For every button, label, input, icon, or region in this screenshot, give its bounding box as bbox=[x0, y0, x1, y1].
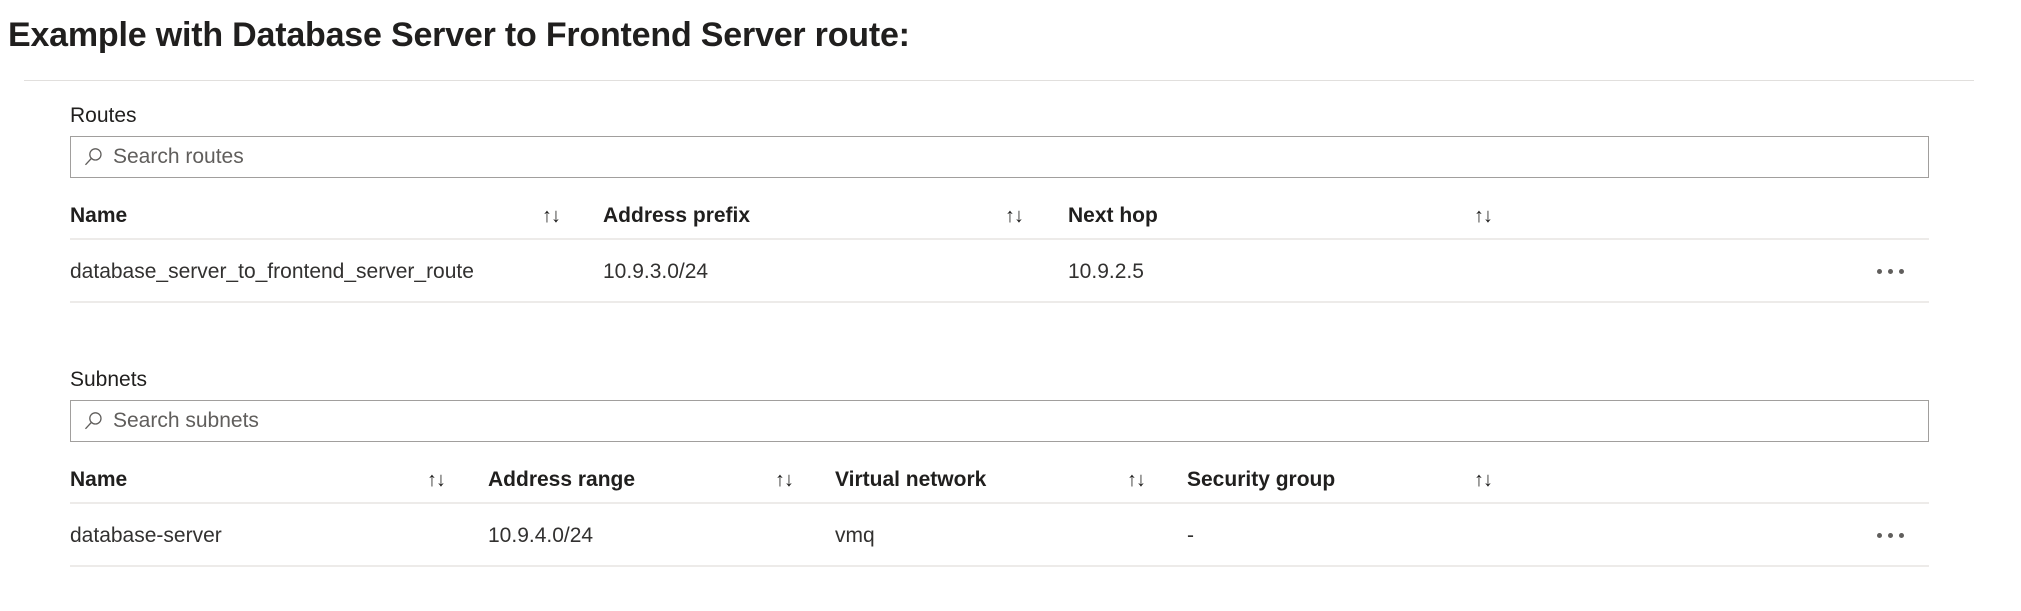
page-title: Example with Database Server to Frontend… bbox=[8, 16, 910, 54]
search-subnets-placeholder: Search subnets bbox=[113, 409, 259, 432]
subnets-cell-security-group: - bbox=[1187, 523, 1194, 547]
search-icon bbox=[85, 412, 102, 430]
routes-table-row[interactable]: database_server_to_frontend_server_route… bbox=[70, 240, 1929, 303]
subnets-header-divider bbox=[70, 502, 1929, 504]
subnets-cell-virtual-network: vmq bbox=[835, 523, 875, 547]
routes-row-divider bbox=[70, 301, 1929, 303]
subnets-sort-icon-name[interactable]: ↑↓ bbox=[427, 469, 446, 491]
routes-sort-icon-next-hop[interactable]: ↑↓ bbox=[1474, 205, 1493, 227]
routes-row-overflow-menu-button[interactable] bbox=[1860, 240, 1920, 303]
subnets-cell-address-range: 10.9.4.0/24 bbox=[488, 523, 594, 547]
subnets-cell-name: database-server bbox=[70, 523, 222, 547]
subnets-column-header-name[interactable]: Name bbox=[70, 468, 128, 491]
routes-column-header-name[interactable]: Name bbox=[70, 204, 128, 227]
ellipsis-dot bbox=[1898, 269, 1904, 274]
subnets-sort-icon-security-group[interactable]: ↑↓ bbox=[1474, 469, 1493, 491]
subnets-column-header-address-range[interactable]: Address range bbox=[488, 468, 636, 491]
subnets-row-overflow-menu-button[interactable] bbox=[1860, 504, 1920, 567]
subnets-sort-icon-virtual-network[interactable]: ↑↓ bbox=[1127, 469, 1146, 491]
subnets-column-header-virtual-network[interactable]: Virtual network bbox=[835, 468, 987, 491]
subnets-table: Name ↑↓ Address range ↑↓ Virtual network… bbox=[70, 456, 1929, 567]
routes-column-header-next-hop[interactable]: Next hop bbox=[1068, 204, 1158, 227]
subnets-row-divider bbox=[70, 565, 1929, 567]
routes-cell-name: database_server_to_frontend_server_route bbox=[70, 259, 474, 283]
search-icon bbox=[85, 148, 102, 166]
routes-column-header-address-prefix[interactable]: Address prefix bbox=[603, 204, 751, 227]
ellipsis-dot bbox=[1887, 269, 1893, 274]
ellipsis-dot bbox=[1898, 533, 1904, 538]
search-routes-placeholder: Search routes bbox=[113, 145, 244, 168]
subnets-sort-icon-address-range[interactable]: ↑↓ bbox=[775, 469, 794, 491]
subnets-column-header-security-group[interactable]: Security group bbox=[1187, 468, 1336, 491]
routes-sort-icon-address-prefix[interactable]: ↑↓ bbox=[1005, 205, 1024, 227]
routes-header-divider bbox=[70, 238, 1929, 240]
ellipsis-dot bbox=[1876, 269, 1882, 274]
search-routes-input[interactable]: Search routes bbox=[70, 136, 1929, 178]
title-divider bbox=[24, 80, 1974, 81]
routes-table: Name ↑↓ Address prefix ↑↓ Next hop ↑↓ da… bbox=[70, 192, 1929, 303]
ellipsis-dot bbox=[1887, 533, 1893, 538]
subnets-table-row[interactable]: database-server 10.9.4.0/24 vmq - bbox=[70, 504, 1929, 567]
subnets-section-label: Subnets bbox=[70, 368, 148, 391]
routes-sort-icon-name[interactable]: ↑↓ bbox=[542, 205, 561, 227]
subnets-table-header: Name ↑↓ Address range ↑↓ Virtual network… bbox=[70, 456, 1929, 504]
search-subnets-input[interactable]: Search subnets bbox=[70, 400, 1929, 442]
routes-section-label: Routes bbox=[70, 104, 137, 127]
routes-cell-next-hop: 10.9.2.5 bbox=[1068, 259, 1144, 283]
routes-cell-address-prefix: 10.9.3.0/24 bbox=[603, 259, 709, 283]
routes-table-header: Name ↑↓ Address prefix ↑↓ Next hop ↑↓ bbox=[70, 192, 1929, 240]
ellipsis-dot bbox=[1876, 533, 1882, 538]
